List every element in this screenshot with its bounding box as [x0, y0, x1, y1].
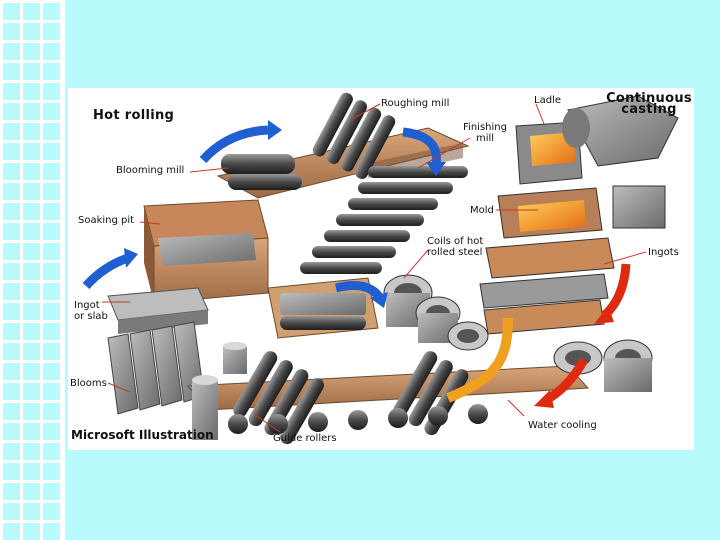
steelmaking-illustration: Hot rolling Roughing mill Ladle Continuo… — [68, 88, 694, 450]
water-cooling-label: Water cooling — [528, 420, 597, 431]
hot-strand — [446, 317, 513, 403]
decorative-grid-strip — [0, 0, 65, 540]
ingot-slab — [107, 287, 209, 334]
blue-arrows — [82, 120, 446, 308]
blooms-label: Blooms — [70, 378, 107, 389]
ingot-cylinder — [192, 342, 247, 440]
finishing-mill-label: Finishing mill — [463, 122, 507, 144]
soaking-pit-label: Soaking pit — [78, 215, 135, 226]
finishing-mill-rollers — [300, 166, 468, 274]
coils-label: Coils of hot rolled steel — [427, 236, 484, 258]
illustration-credit: Microsoft Illustration — [71, 428, 214, 442]
hot-rolling-title: Hot rolling — [93, 108, 175, 123]
soaking-pit — [143, 199, 269, 304]
blooms — [107, 321, 205, 415]
roughing-mill-label: Roughing mill — [381, 98, 450, 109]
red-arrows — [534, 263, 631, 408]
ladle — [562, 95, 679, 229]
guide-rollers-label: Guide rollers — [273, 433, 337, 444]
blooming-mill-label: Blooming mill — [116, 165, 185, 176]
label-leaders — [102, 103, 647, 433]
blooming-mill-rolls — [221, 154, 302, 190]
middle-press — [267, 277, 379, 339]
ingot-slab-label: Ingot or slab — [74, 300, 108, 322]
continuous-casting-title: Continuous casting — [606, 91, 692, 117]
mold-label: Mold — [470, 205, 494, 216]
steel-coils — [383, 274, 653, 392]
guide-rollers — [228, 351, 488, 445]
ladle-label: Ladle — [534, 95, 561, 106]
casting-tower — [479, 121, 615, 335]
process-diagram — [82, 92, 679, 445]
ingots-label: Ingots — [648, 247, 679, 258]
